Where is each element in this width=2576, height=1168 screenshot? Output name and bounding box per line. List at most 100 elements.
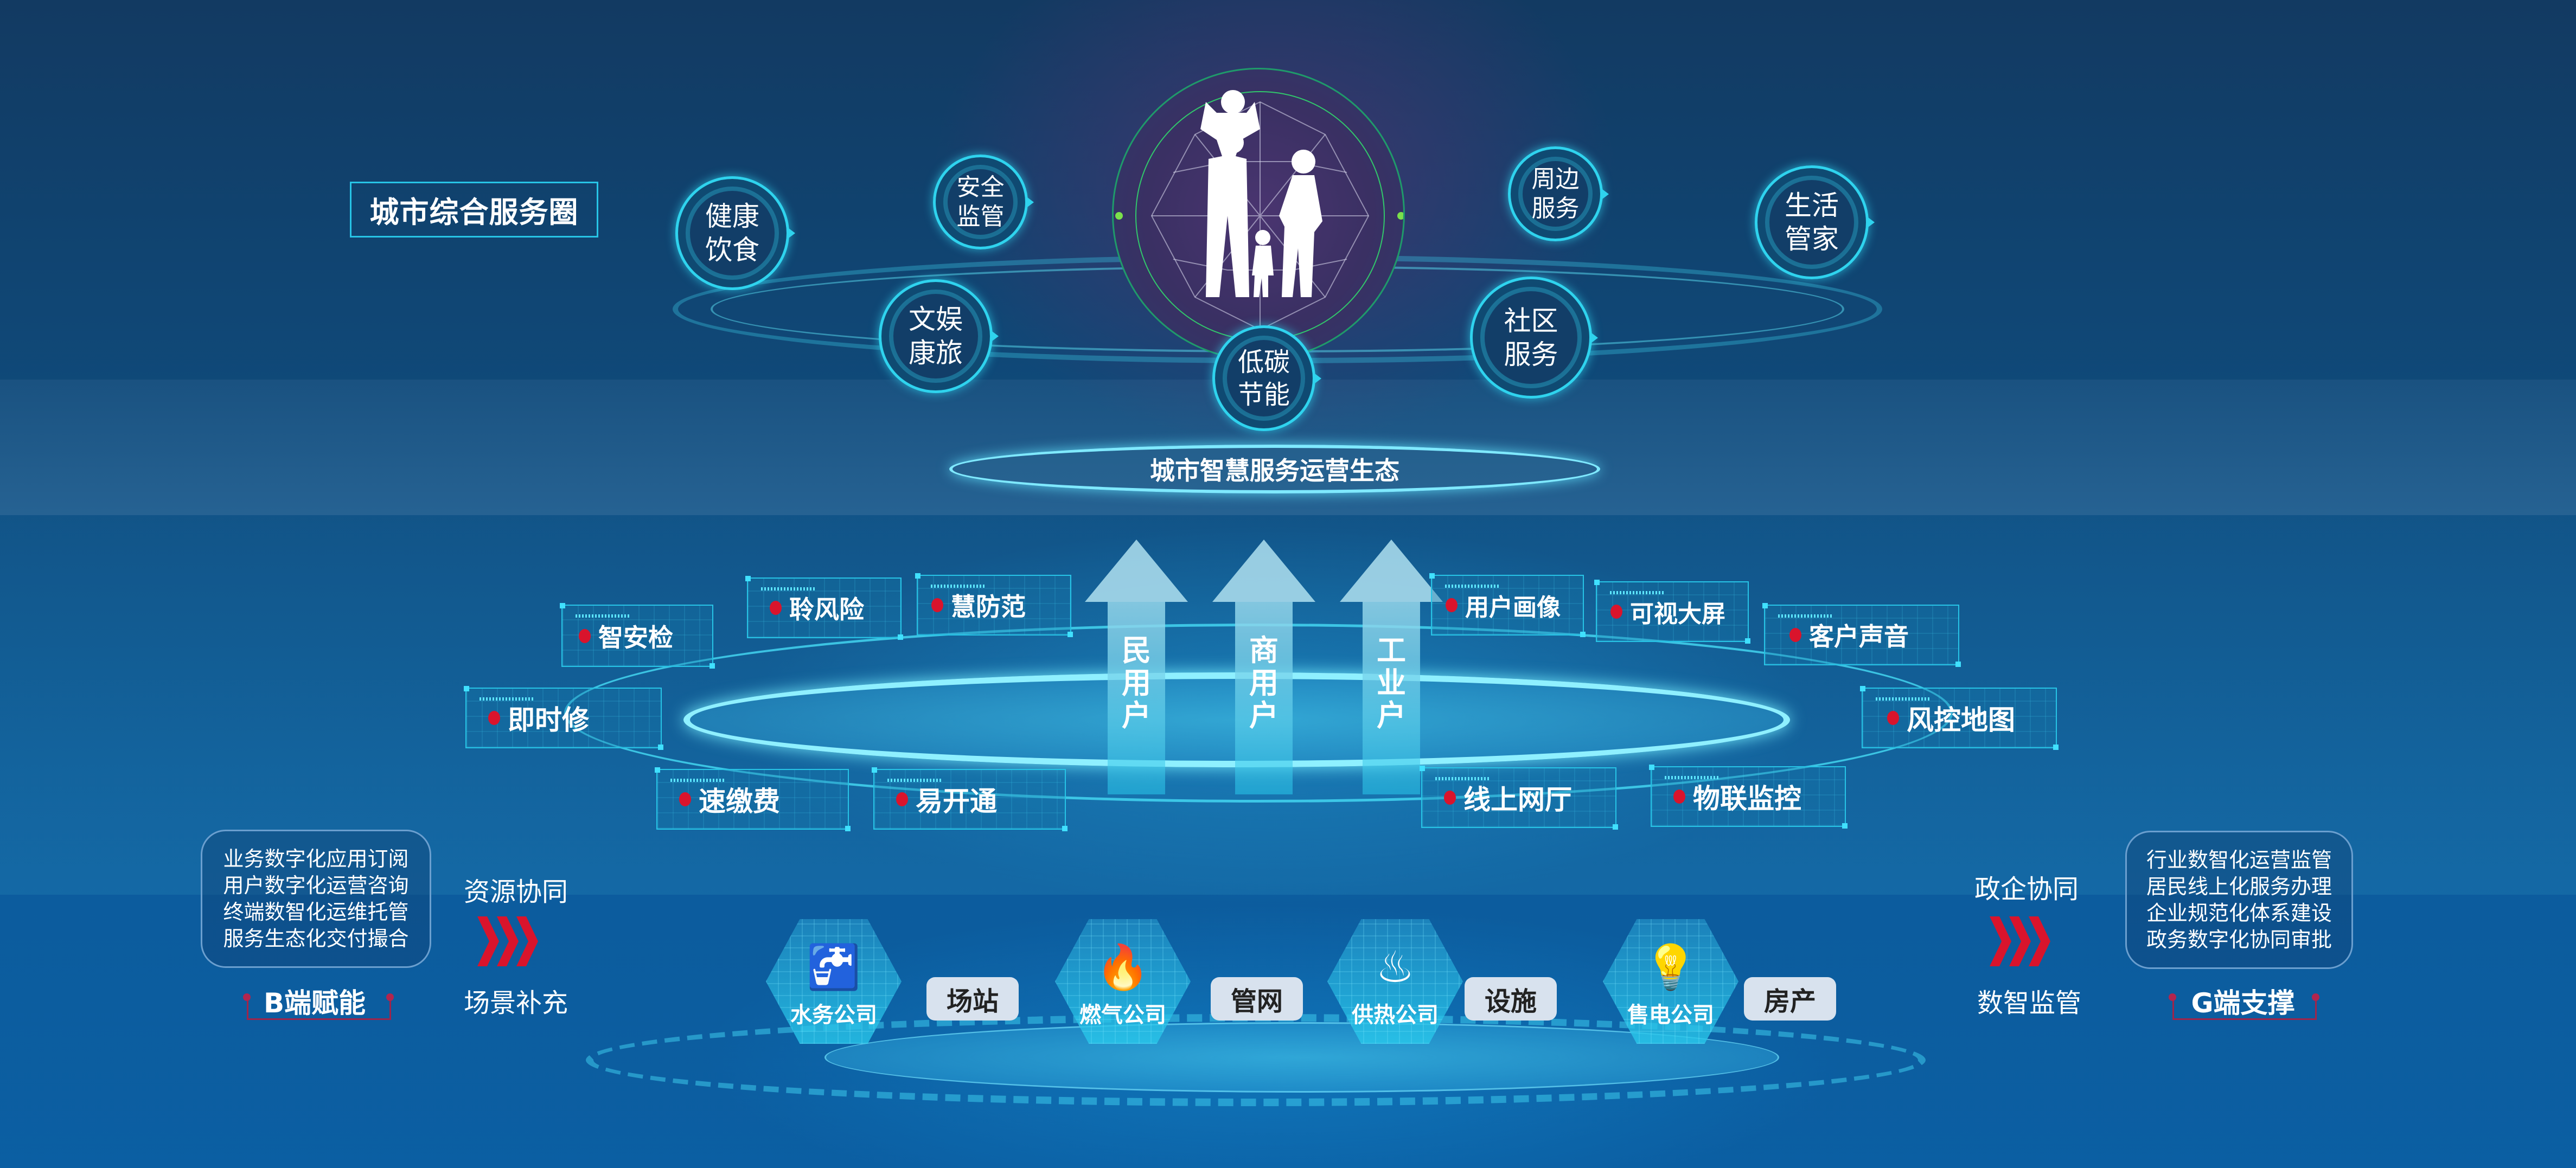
panel-label: 可视大屏 <box>1630 600 1725 628</box>
panel-label: 聆风险 <box>789 595 864 624</box>
arrow-residential: 民 用 户 <box>1085 540 1188 794</box>
panel-label: 风控地图 <box>1907 704 2015 736</box>
panel-user-profile: 用户画像 <box>1429 573 1586 637</box>
triangle-marker-icon <box>1025 195 1034 209</box>
b-flow-bottom: 场景补充 <box>464 988 568 1018</box>
arrow-commercial: 商 用 户 <box>1212 540 1315 794</box>
arrow-head-icon <box>1212 540 1315 602</box>
b-chevron-icon <box>477 916 538 966</box>
panel-label: 客户声音 <box>1809 622 1909 651</box>
panel-customer-voice: 客户声音 <box>1762 603 1961 667</box>
panel-label: 线上网厅 <box>1463 784 1572 816</box>
triangle-marker-icon <box>1313 371 1321 385</box>
panel-smart-prevention: 慧防范 <box>915 573 1073 637</box>
bottom-globe <box>824 1022 1779 1093</box>
bubble-label: 康旅 <box>909 337 963 369</box>
panel-iot-monitoring: 物联监控 <box>1649 765 1848 829</box>
bubble-label: 服务 <box>1531 194 1580 222</box>
company-label: 供热公司 <box>1352 1003 1439 1028</box>
g-side-line: 居民线上化服务办理 <box>2146 874 2332 899</box>
tick-marks <box>1778 614 1832 618</box>
section-title: 城市综合服务圈 <box>350 182 598 238</box>
arrow-label: 户 <box>1377 698 1406 733</box>
bubble-community-services: 社区 服务 <box>1470 277 1598 399</box>
g-flow-top: 政企协同 <box>1974 874 2079 904</box>
tag-stations: 场站 <box>926 977 1019 1021</box>
tick-marks <box>480 697 534 701</box>
bubble-low-carbon: 低碳 节能 <box>1212 325 1321 431</box>
triangle-marker-icon <box>787 227 795 240</box>
bubble-label: 节能 <box>1237 379 1290 410</box>
tick-marks <box>670 779 725 782</box>
bubble-life-butler: 生活 管家 <box>1755 165 1875 279</box>
arrow-label: 用 <box>1122 666 1151 700</box>
b-side-line: 业务数字化应用订阅 <box>223 846 409 871</box>
red-dot-icon <box>1673 790 1685 804</box>
flame-icon: 🔥 <box>1096 942 1150 992</box>
panel-visual-screen: 可视大屏 <box>1594 580 1750 644</box>
tick-marks <box>931 585 985 588</box>
b-side-line: 服务生态化交付撮合 <box>223 926 409 951</box>
panel-risk-map: 风控地图 <box>1860 686 2059 750</box>
red-dot-icon <box>896 792 908 806</box>
triangle-marker-icon <box>1589 331 1598 344</box>
family-circle <box>1112 68 1405 361</box>
red-dot-icon <box>1789 628 1801 642</box>
panel-quick-payment: 速缴费 <box>655 767 851 831</box>
tick-marks <box>1665 776 1719 779</box>
arrow-industrial: 工 业 户 <box>1340 540 1443 794</box>
red-dot-icon <box>579 628 591 643</box>
tag-facilities: 设施 <box>1465 977 1557 1021</box>
g-side-line: 企业规范化体系建设 <box>2146 901 2332 925</box>
tick-marks <box>887 779 942 782</box>
red-dot-icon <box>1446 598 1458 612</box>
red-dot-icon <box>770 601 782 615</box>
panel-easy-activation: 易开通 <box>872 767 1068 831</box>
panel-label: 易开通 <box>916 786 997 817</box>
panel-label: 物联监控 <box>1693 783 1801 814</box>
bubble-label: 文娱 <box>909 304 963 335</box>
bubble-label: 安全 <box>956 173 1005 201</box>
tick-marks <box>1445 585 1499 588</box>
b-side-underline <box>247 997 391 1020</box>
bubble-safety-supervision: 安全 监管 <box>933 155 1034 249</box>
g-flow-bottom: 数智监管 <box>1977 988 2082 1018</box>
panel-label: 智安检 <box>598 622 673 652</box>
g-side-dot <box>2169 993 2176 1001</box>
tick-marks <box>1876 697 1930 701</box>
tick-marks <box>761 587 815 591</box>
tick-marks <box>576 614 630 618</box>
g-side-line: 政务数字化协同审批 <box>2146 927 2332 952</box>
bubble-label: 生活 <box>1785 190 1839 221</box>
triangle-marker-icon <box>1600 187 1609 201</box>
bubble-label: 周边 <box>1531 165 1580 193</box>
triangle-marker-icon <box>990 330 999 343</box>
arrow-label: 工 <box>1377 633 1406 668</box>
arrow-label: 用 <box>1249 666 1279 700</box>
g-side-label: G端支撑 <box>2191 987 2295 1019</box>
company-label: 燃气公司 <box>1079 1003 1166 1028</box>
bubble-label: 监管 <box>956 202 1005 230</box>
b-flow-top: 资源协同 <box>464 877 568 907</box>
red-dot-icon <box>1610 605 1622 619</box>
panel-label: 用户画像 <box>1465 594 1561 621</box>
company-label: 水务公司 <box>790 1003 877 1028</box>
company-label: 售电公司 <box>1627 1003 1714 1028</box>
bubble-label: 低碳 <box>1237 346 1290 377</box>
radiator-icon: ♨ <box>1376 942 1415 992</box>
bubble-label: 饮食 <box>705 234 759 266</box>
faucet-icon: 🚰 <box>807 942 861 992</box>
panel-label: 慧防范 <box>951 592 1026 621</box>
family-silhouette-icon <box>1115 90 1403 331</box>
bubble-nearby-services: 周边 服务 <box>1508 146 1609 241</box>
b-side-dot <box>243 993 251 1001</box>
b-side-line: 终端数智化运维托管 <box>223 900 409 924</box>
red-dot-icon <box>1887 711 1899 725</box>
g-chevron-icon <box>1990 916 2050 966</box>
lightbulb-icon: 💡 <box>1644 942 1698 992</box>
triangle-marker-icon <box>1866 216 1875 229</box>
arrow-head-icon <box>1340 540 1443 602</box>
bubble-label: 服务 <box>1504 338 1558 370</box>
panel-risk-listening: 聆风险 <box>745 576 903 640</box>
